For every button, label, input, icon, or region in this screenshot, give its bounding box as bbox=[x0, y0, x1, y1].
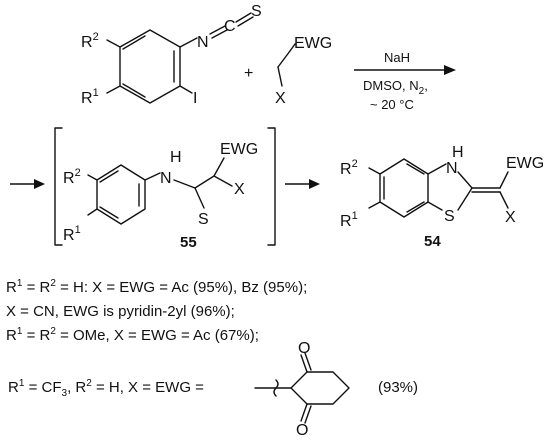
atom-H: H bbox=[452, 144, 464, 161]
ring-double-bond bbox=[99, 206, 119, 219]
note-line-1: R1 = R2 = H: X = EWG = Ac (95%), Bz (95%… bbox=[6, 278, 307, 296]
atom-N: N bbox=[197, 34, 209, 51]
compound-label-55: 55 bbox=[180, 234, 197, 251]
cyclohexanedione-structure: O O bbox=[254, 340, 350, 439]
bond-S-C2 bbox=[457, 187, 473, 211]
atom-O-top: O bbox=[298, 340, 310, 357]
atom-S: S bbox=[251, 3, 262, 20]
bond-R2 bbox=[368, 167, 381, 175]
ring-double-bond bbox=[122, 35, 146, 50]
arrow-to-intermediate bbox=[10, 179, 45, 189]
bond-N-C bbox=[173, 179, 196, 189]
condition-base: NaH bbox=[384, 50, 410, 65]
benzo-ring-bonds bbox=[379, 158, 429, 218]
substituent-R1: R1 bbox=[340, 210, 358, 230]
bond-C-O-bottom bbox=[304, 405, 312, 424]
substituent-R2: R2 bbox=[63, 167, 81, 187]
arrow-head bbox=[309, 179, 320, 189]
bond-N-C-double bbox=[211, 29, 228, 39]
substituent-notes: R1 = R2 = H: X = EWG = Ac (95%), Bz (95%… bbox=[6, 278, 418, 439]
bond-C-S bbox=[427, 201, 443, 211]
group-EWG: EWG bbox=[294, 35, 332, 52]
bond-R1 bbox=[368, 201, 381, 209]
ring-double-bond bbox=[99, 170, 119, 183]
atom-S: S bbox=[198, 211, 209, 228]
substituent-R2: R2 bbox=[340, 158, 358, 178]
reactant-aryl-isothiocyanate: N C S I R2 R1 bbox=[81, 3, 262, 107]
atom-X: X bbox=[275, 90, 286, 107]
bond-C-X bbox=[213, 175, 233, 187]
conditions-arrow: NaH DMSO, N2, ~ 20 °C bbox=[354, 50, 456, 112]
bond-C-X bbox=[499, 191, 509, 209]
atom-X: X bbox=[234, 181, 245, 198]
note-line-2: X = CN, EWG is pyridin-2yl (96%); bbox=[6, 303, 235, 320]
ring-double-bond bbox=[122, 83, 146, 98]
arrow-head bbox=[444, 65, 456, 75]
bond-C-EWG bbox=[499, 171, 509, 189]
group-EWG: EWG bbox=[506, 155, 544, 172]
ring-bonds bbox=[119, 29, 181, 104]
bond-C-S bbox=[194, 187, 205, 209]
group-EWG: EWG bbox=[220, 141, 258, 158]
reactant-alkyl: EWG X bbox=[275, 35, 332, 107]
condition-temperature: ~ 20 °C bbox=[370, 97, 414, 112]
bond-C-S-double bbox=[235, 12, 252, 23]
substituent-R1: R1 bbox=[63, 224, 81, 244]
compound-label-54: 54 bbox=[424, 233, 441, 250]
atom-N: N bbox=[446, 160, 458, 177]
bond-R2 bbox=[87, 174, 98, 181]
intermediate-55: N H S EWG X R2 R1 55 bbox=[63, 141, 258, 251]
bond-C-X bbox=[277, 66, 283, 87]
bond-R1 bbox=[87, 208, 98, 216]
ring-double-bond bbox=[406, 163, 425, 175]
atom-X: X bbox=[505, 209, 516, 226]
bond-C-O-top bbox=[304, 352, 312, 371]
bond-aryl-I bbox=[179, 85, 193, 94]
atom-O-bottom: O bbox=[296, 422, 308, 439]
wavy-bond-mark bbox=[273, 379, 279, 397]
bond-N-C-double bbox=[209, 25, 226, 35]
atom-C: C bbox=[224, 18, 236, 35]
product-54: N H S EWG X R2 R1 54 bbox=[340, 144, 544, 250]
bond-R2 bbox=[106, 39, 121, 48]
arrow-to-product bbox=[285, 179, 320, 189]
atom-H: H bbox=[170, 149, 182, 166]
bond-C-S-double bbox=[237, 16, 254, 27]
atom-N: N bbox=[160, 170, 172, 187]
ring-double-bond bbox=[406, 201, 425, 213]
bond-C-N bbox=[427, 163, 447, 175]
atom-S: S bbox=[444, 208, 455, 225]
bond-C-EWG bbox=[213, 157, 225, 177]
bond-N-C2 bbox=[457, 171, 473, 189]
arrow-head bbox=[34, 179, 45, 189]
bracket-right bbox=[267, 127, 276, 246]
atom-I: I bbox=[193, 90, 197, 107]
bond-C-O-bottom bbox=[300, 403, 308, 422]
note-line-3: R1 = R2 = OMe, X = EWG = Ac (67%); bbox=[6, 326, 259, 344]
bracket-left bbox=[54, 127, 63, 246]
substituent-R1: R1 bbox=[81, 87, 99, 107]
ring-bonds bbox=[96, 164, 146, 225]
bond-aryl-N bbox=[179, 37, 198, 48]
note-line-4: R1 = CF3, R2 = H, X = EWG = bbox=[8, 378, 204, 399]
bond-R1 bbox=[106, 85, 121, 94]
bond-C-O-top bbox=[300, 354, 308, 373]
plus-sign: + bbox=[244, 65, 253, 82]
bond-C-C bbox=[277, 50, 291, 68]
bond-C-EWG bbox=[289, 43, 296, 52]
ring-bonds bbox=[290, 371, 350, 405]
condition-solvent: DMSO, N2, bbox=[363, 78, 428, 97]
bond-aryl-N bbox=[144, 172, 161, 181]
note-line-4-yield: (93%) bbox=[378, 379, 418, 396]
substituent-R2: R2 bbox=[81, 31, 99, 51]
bond-C-C bbox=[194, 175, 215, 189]
